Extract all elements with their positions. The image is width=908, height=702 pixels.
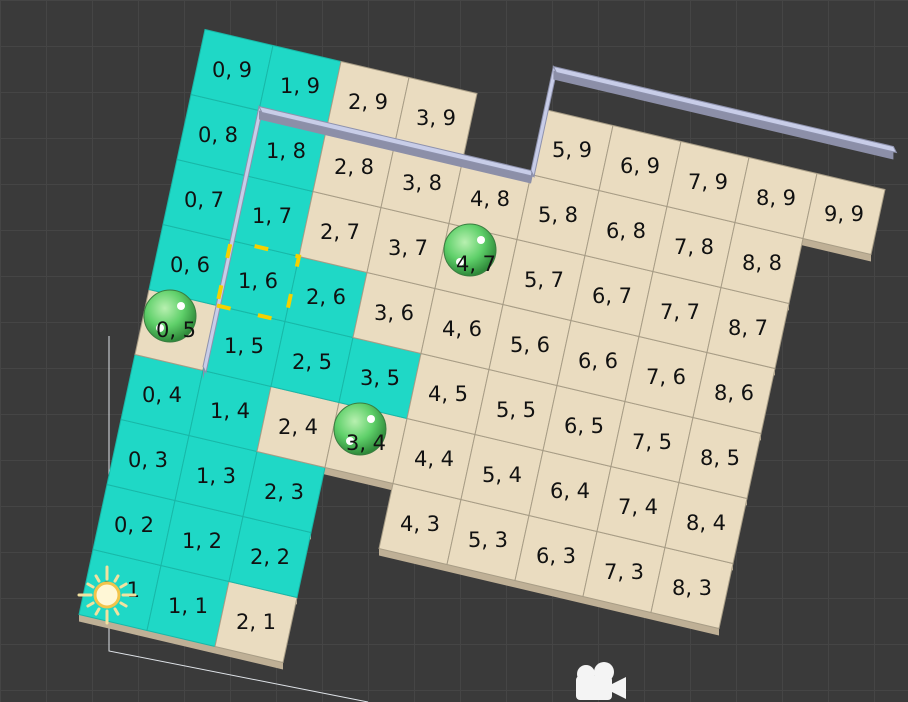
tile-label: 8, 5 xyxy=(700,446,740,470)
tile-label: 3, 5 xyxy=(360,366,400,390)
tile-label: 7, 7 xyxy=(660,300,700,324)
tile-label: 3, 9 xyxy=(416,106,456,130)
ball-highlight xyxy=(156,324,164,332)
tile-label: 4, 6 xyxy=(442,317,482,341)
wall-horizontal-top xyxy=(552,65,898,154)
tile-edge xyxy=(651,612,719,636)
tile-label: 1, 8 xyxy=(266,139,306,163)
tile-label: 9, 9 xyxy=(824,202,864,226)
tile-label: 4, 4 xyxy=(414,447,454,471)
tile-label: 2, 5 xyxy=(292,350,332,374)
tile-labels: 0, 11, 12, 10, 21, 22, 20, 31, 32, 34, 3… xyxy=(100,58,864,634)
tile-label: 3, 8 xyxy=(402,171,442,195)
tile-edge xyxy=(215,646,283,670)
tile-label: 5, 6 xyxy=(510,333,550,357)
camera-icon[interactable] xyxy=(576,662,626,700)
tile-label: 2, 2 xyxy=(250,545,290,569)
tile-label: 7, 6 xyxy=(646,365,686,389)
tile-label: 8, 7 xyxy=(728,316,768,340)
tile-label: 6, 6 xyxy=(578,349,618,373)
tile-label: 6, 4 xyxy=(550,479,590,503)
tile-label: 3, 6 xyxy=(374,301,414,325)
tile-label: 2, 1 xyxy=(236,610,276,634)
tile-label: 7, 8 xyxy=(674,235,714,259)
tile-label: 2, 7 xyxy=(320,220,360,244)
tile-label: 1, 6 xyxy=(238,269,278,293)
ball-highlight xyxy=(367,415,375,423)
tile-edge xyxy=(379,548,447,572)
tile-label: 1, 5 xyxy=(224,334,264,358)
tile-label: 5, 9 xyxy=(552,138,592,162)
ball-highlight xyxy=(177,302,185,310)
tile-label: 2, 3 xyxy=(264,480,304,504)
selection-marker xyxy=(214,238,302,324)
tile-label: 0, 2 xyxy=(114,513,154,537)
tile-edge xyxy=(325,467,393,491)
tile-edge xyxy=(79,614,147,638)
tile-label: 3, 4 xyxy=(346,431,386,455)
scene-gizmo-lines xyxy=(108,336,369,702)
tile-label: 2, 4 xyxy=(278,415,318,439)
tile-label: 8, 3 xyxy=(672,576,712,600)
tile-label: 4, 3 xyxy=(400,512,440,536)
selection-layer xyxy=(214,238,302,324)
tile-label: 1, 2 xyxy=(182,529,222,553)
ball-highlight xyxy=(456,258,464,266)
tile-label: 0, 5 xyxy=(156,318,196,342)
tile-label: 4, 7 xyxy=(456,252,496,276)
tile-label: 6, 9 xyxy=(620,154,660,178)
tile-label: 2, 8 xyxy=(334,155,374,179)
tile-label: 7, 4 xyxy=(618,495,658,519)
tile-label: 5, 4 xyxy=(482,463,522,487)
tile-label: 8, 9 xyxy=(756,186,796,210)
tile-label: 0, 4 xyxy=(142,383,182,407)
tile-label: 6, 5 xyxy=(564,414,604,438)
ball-highlight xyxy=(346,437,354,445)
tile-grid xyxy=(78,28,886,664)
tile-label: 5, 7 xyxy=(524,268,564,292)
tile-label: 4, 8 xyxy=(470,187,510,211)
tile-label: 6, 8 xyxy=(606,219,646,243)
tile-label: 8, 4 xyxy=(686,511,726,535)
tile-label: 5, 8 xyxy=(538,203,578,227)
balls xyxy=(143,223,497,456)
tile-edge xyxy=(147,630,215,654)
wall-horizontal-mid-side xyxy=(259,110,531,184)
tile-label: 0, 6 xyxy=(170,253,210,277)
tile-label: 0, 8 xyxy=(198,123,238,147)
tile-label: 7, 3 xyxy=(604,560,644,584)
tile-edge xyxy=(803,238,871,262)
tile-label: 8, 6 xyxy=(714,381,754,405)
tile-label: 5, 3 xyxy=(468,528,508,552)
scene-icons xyxy=(77,565,626,700)
tile-label: 2, 9 xyxy=(348,90,388,114)
sun-light-icon[interactable] xyxy=(77,565,137,625)
tile-label: 4, 5 xyxy=(428,382,468,406)
tile-label: 6, 7 xyxy=(592,284,632,308)
wall-horizontal-top-side xyxy=(553,70,894,160)
tile-label: 1, 7 xyxy=(252,204,292,228)
tile-edge xyxy=(583,596,651,620)
tile-label: 6, 3 xyxy=(536,544,576,568)
tile-label: 0, 9 xyxy=(212,58,252,82)
tile-label: 1, 9 xyxy=(280,74,320,98)
tile-label: 1, 4 xyxy=(210,399,250,423)
tile-edge xyxy=(515,580,583,604)
tile-label: 3, 7 xyxy=(388,236,428,260)
tile-label: 1, 3 xyxy=(196,464,236,488)
tile-label: 0, 7 xyxy=(184,188,224,212)
tile-9-9[interactable] xyxy=(802,172,886,256)
ball-highlight xyxy=(477,236,485,244)
tile-label: 7, 5 xyxy=(632,430,672,454)
bounds-gizmo xyxy=(108,336,369,702)
tile-label: 8, 8 xyxy=(742,251,782,275)
tile-label: 0, 3 xyxy=(128,448,168,472)
tile-label: 2, 6 xyxy=(306,285,346,309)
tile-label: 7, 9 xyxy=(688,170,728,194)
tile-label: 1, 1 xyxy=(168,594,208,618)
tile-label: 5, 5 xyxy=(496,398,536,422)
tile-edge xyxy=(447,564,515,588)
